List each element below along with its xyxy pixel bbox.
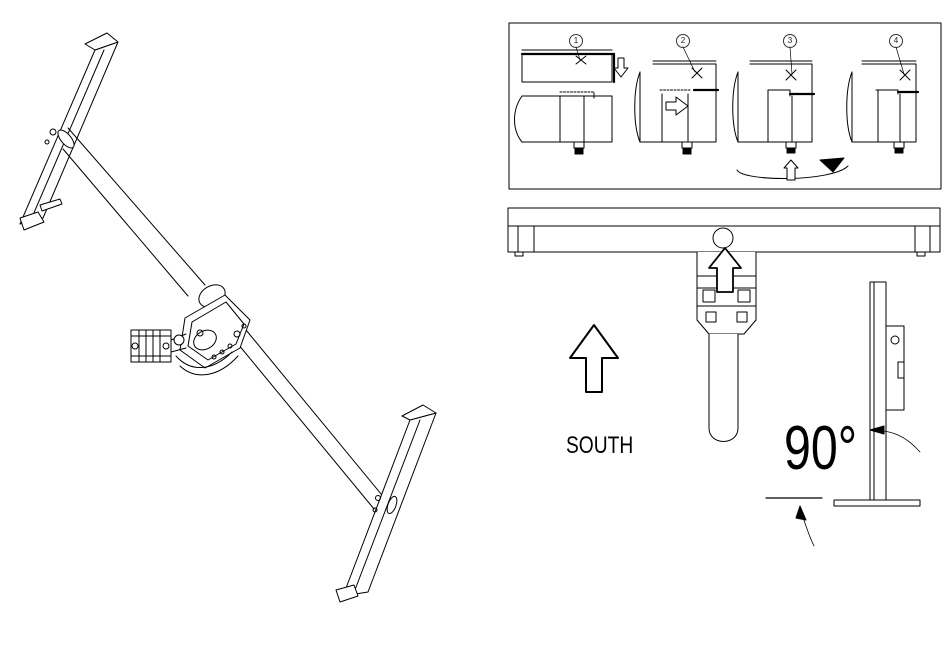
step-1-drawing xyxy=(515,50,629,154)
step-2-marker: 2 xyxy=(676,34,690,48)
main-tube-lower xyxy=(238,330,386,509)
step-2-drawing xyxy=(635,61,718,154)
step-4-drawing xyxy=(847,61,918,153)
upper-leg-beam xyxy=(20,33,118,230)
direction-label: SOUTH xyxy=(566,432,633,460)
lower-leg-beam xyxy=(336,405,436,602)
step-1-marker: 1 xyxy=(569,34,583,48)
angle-label: 90° xyxy=(784,418,857,480)
step-3-marker: 3 xyxy=(783,34,797,48)
frame-assembly xyxy=(20,33,436,602)
south-arrow-icon xyxy=(570,325,618,392)
main-tube-upper xyxy=(55,127,205,296)
step-4-marker: 4 xyxy=(889,34,903,48)
